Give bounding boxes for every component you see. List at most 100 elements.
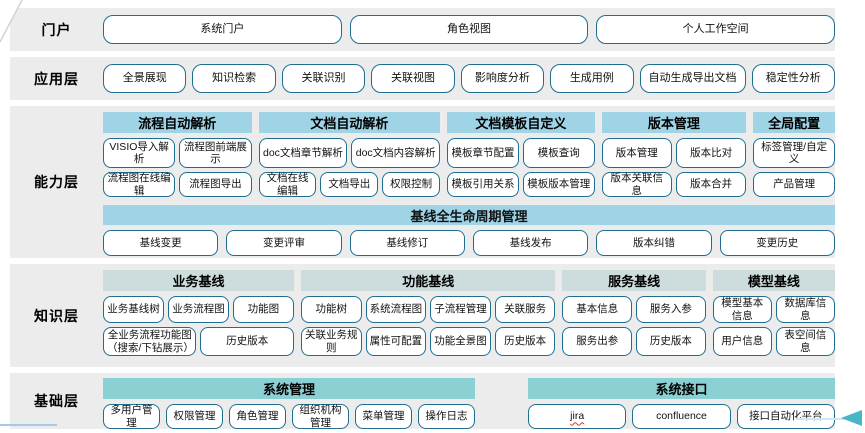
knowledge-box: 数据库信息 — [775, 296, 835, 323]
knowledge-box: 业务基线树 — [103, 296, 164, 323]
group-header: 模型基线 — [712, 270, 835, 291]
capability-box: 模板引用关系 — [447, 172, 519, 197]
knowledge-group-model: 模型基线 模型基本信息数据库信息 用户信息表空间信息 — [712, 270, 835, 356]
knowledge-box: 子流程管理 — [430, 296, 491, 323]
knowledge-box: 历史版本 — [494, 327, 556, 356]
portal-box: 角色视图 — [349, 15, 589, 44]
application-box: 生成用例 — [550, 64, 634, 93]
layer-label-foundation: 基础层 — [34, 393, 79, 409]
capability-groups: 流程自动解析 VISIO导入解析流程图前端展示 流程图在线编辑流程图导出 文档自… — [103, 112, 835, 197]
left-arrow-icon — [841, 410, 862, 426]
capability-box: 版本比对 — [675, 138, 747, 168]
capability-box: 产品管理 — [753, 172, 835, 197]
knowledge-box: 功能全景图 — [430, 327, 491, 356]
capability-box: 流程图前端展示 — [179, 138, 252, 168]
capability-box: doc文档章节解析 — [258, 138, 348, 168]
knowledge-box: 属性可配置 — [365, 327, 427, 356]
foundation-group-system-mgmt: 系统管理 多用户管理权限管理角色管理组织机构管理菜单管理操作日志 — [103, 378, 475, 429]
capability-box: 流程图导出 — [179, 172, 252, 197]
group-header: 系统管理 — [103, 378, 475, 399]
arrow-tail-decoration — [796, 418, 846, 420]
group-header: 业务基线 — [103, 270, 294, 291]
application-box: 关联视图 — [371, 64, 455, 93]
layer-label-portal: 门户 — [41, 21, 72, 38]
group-header: 功能基线 — [300, 270, 556, 291]
layer-label-application: 应用层 — [34, 70, 79, 87]
foundation-box: 操作日志 — [418, 404, 475, 429]
application-box: 全景展现 — [103, 64, 187, 93]
baseline-box: 基线发布 — [472, 230, 589, 256]
application-box: 自动生成导出文档 — [639, 64, 746, 93]
application-buttons: 全景展现知识检索关联识别关联视图影响度分析生成用例自动生成导出文档稳定性分析 — [103, 64, 835, 93]
group-header: 文档自动解析 — [258, 112, 441, 133]
capability-box: 标签管理/自定义 — [753, 138, 835, 168]
capability-box: VISIO导入解析 — [103, 138, 176, 168]
capability-box: doc文档内容解析 — [351, 138, 441, 168]
portal-box: 个人工作空间 — [596, 15, 836, 44]
foundation-box: 角色管理 — [229, 404, 286, 429]
group-header: 全局配置 — [753, 112, 835, 133]
baseline-box: 版本纠错 — [596, 230, 712, 256]
capability-group-global-config: 全局配置 标签管理/自定义 产品管理 — [753, 112, 835, 197]
layer-label-knowledge: 知识层 — [34, 307, 79, 324]
knowledge-box: 全业务流程功能图（搜索/下钻展示） — [103, 327, 197, 356]
knowledge-group-service: 服务基线 基本信息服务入参 服务出参历史版本 — [562, 270, 706, 356]
knowledge-box: 表空间信息 — [775, 327, 835, 356]
capability-box: 版本管理 — [601, 138, 672, 168]
group-header: 系统接口 — [528, 378, 835, 399]
capability-box: 流程图在线编辑 — [103, 172, 176, 197]
foundation-box: 组织机构管理 — [292, 404, 349, 429]
capability-box: 文档导出 — [320, 172, 379, 197]
application-box: 稳定性分析 — [751, 64, 835, 93]
knowledge-group-business: 业务基线 业务基线树业务流程图功能图 全业务流程功能图（搜索/下钻展示）历史版本 — [103, 270, 294, 356]
knowledge-box: 服务出参 — [562, 327, 633, 356]
interface-box: 接口自动化平台 — [736, 404, 835, 429]
capability-box: 版本关联信息 — [601, 172, 672, 197]
knowledge-box: 历史版本 — [636, 327, 706, 356]
application-box: 影响度分析 — [460, 64, 545, 93]
layer-band-foundation: 基础层 系统管理 多用户管理权限管理角色管理组织机构管理菜单管理操作日志 系统接… — [10, 373, 835, 429]
layer-band-capability: 能力层 流程自动解析 VISIO导入解析流程图前端展示 流程图在线编辑流程图导出… — [10, 106, 835, 258]
group-header: 文档模板自定义 — [447, 112, 595, 133]
application-box: 关联识别 — [281, 64, 366, 93]
knowledge-box: 用户信息 — [712, 327, 772, 356]
knowledge-box: 模型基本信息 — [712, 296, 772, 323]
group-header: 流程自动解析 — [103, 112, 252, 133]
layer-band-portal: 门户 系统门户角色视图个人工作空间 — [10, 8, 836, 51]
baseline-buttons: 基线变更变更评审基线修订基线发布版本纠错变更历史 — [103, 230, 835, 256]
foundation-box: 权限管理 — [166, 404, 223, 429]
knowledge-box: 功能树 — [300, 296, 362, 323]
baseline-lifecycle-header: 基线全生命周期管理 — [103, 205, 835, 225]
baseline-box: 基线变更 — [103, 230, 219, 256]
foundation-box: 菜单管理 — [355, 404, 412, 429]
interface-box: jira — [528, 404, 627, 429]
capability-group-process-parse: 流程自动解析 VISIO导入解析流程图前端展示 流程图在线编辑流程图导出 — [103, 112, 252, 197]
layer-label-capability: 能力层 — [34, 174, 79, 190]
knowledge-box: 关联服务 — [494, 296, 556, 323]
capability-box: 模板章节配置 — [447, 138, 519, 168]
capability-box: 模板查询 — [522, 138, 595, 168]
portal-buttons: 系统门户角色视图个人工作空间 — [103, 15, 836, 44]
capability-group-version: 版本管理 版本管理版本比对 版本关联信息版本合并 — [601, 112, 747, 197]
knowledge-box: 关联业务规则 — [300, 327, 362, 356]
baseline-box: 变更历史 — [719, 230, 835, 256]
knowledge-box: 基本信息 — [562, 296, 633, 323]
group-header: 服务基线 — [562, 270, 706, 291]
baseline-box: 基线修订 — [349, 230, 465, 256]
corner-fold-decoration — [0, 0, 23, 43]
application-box: 知识检索 — [192, 64, 276, 93]
foundation-box: 多用户管理 — [103, 404, 160, 429]
knowledge-box: 系统流程图 — [365, 296, 427, 323]
bottom-left-line-decoration — [0, 424, 57, 426]
knowledge-groups: 业务基线 业务基线树业务流程图功能图 全业务流程功能图（搜索/下钻展示）历史版本… — [103, 270, 835, 356]
group-header: 版本管理 — [601, 112, 747, 133]
capability-group-template: 文档模板自定义 模板章节配置模板查询 模板引用关系模板版本管理 — [447, 112, 595, 197]
capability-box: 版本合并 — [675, 172, 747, 197]
knowledge-box: 历史版本 — [200, 327, 294, 356]
knowledge-box: 服务入参 — [636, 296, 706, 323]
layer-band-application: 应用层 全景展现知识检索关联识别关联视图影响度分析生成用例自动生成导出文档稳定性… — [10, 57, 835, 100]
capability-box: 模板版本管理 — [522, 172, 595, 197]
